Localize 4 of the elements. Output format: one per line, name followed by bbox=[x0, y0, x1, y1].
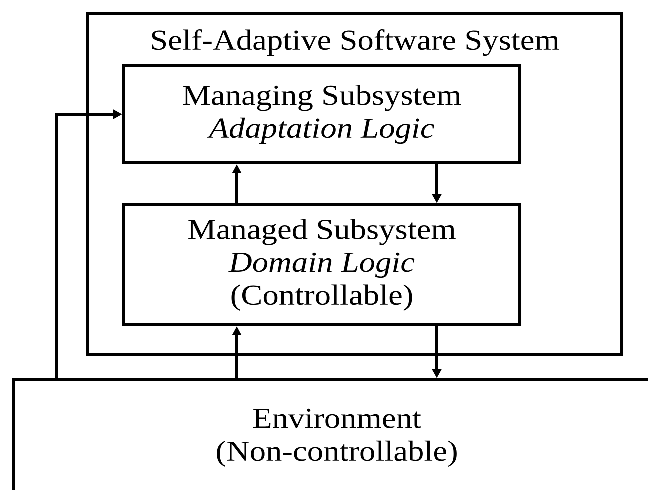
environment-box: Environment (Non-controllable) bbox=[12, 378, 648, 490]
subsystem-box: Managed Subsystem Domain Logic (Controllable) bbox=[122, 204, 522, 326]
subsystem-box: Managing Subsystem Adaptation Logic bbox=[122, 64, 522, 164]
box-heading: Self-Adaptive Software System bbox=[152, 30, 560, 56]
